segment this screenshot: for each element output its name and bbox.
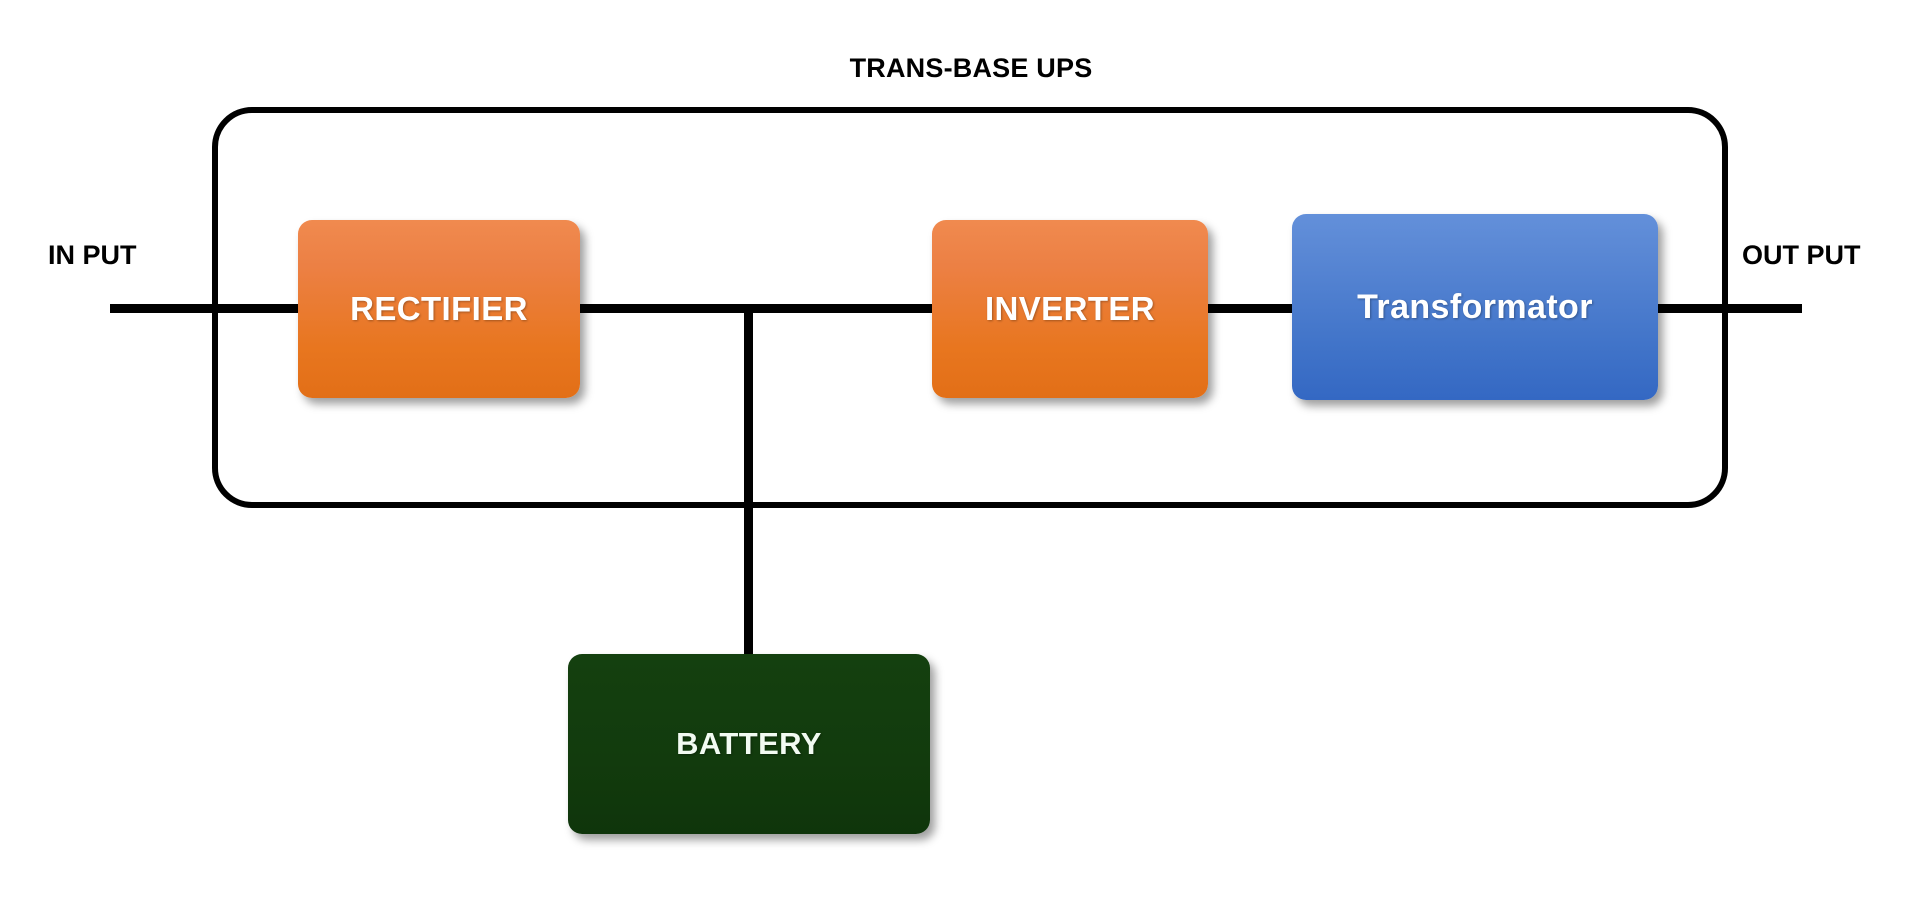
wire-dcbus-to-battery [744,304,753,664]
block-inverter[interactable]: INVERTER [932,220,1208,398]
block-transformator-label: Transformator [1357,287,1593,326]
wire-rectifier-to-inverter [570,304,952,313]
wire-transformator-to-output [1646,304,1802,313]
block-inverter-label: INVERTER [984,290,1156,327]
wire-inverter-to-transformator [1200,304,1298,313]
input-port-label: IN PUT [48,240,137,270]
block-transformator[interactable]: Transformator [1292,214,1658,400]
block-battery-label: BATTERY [676,726,822,761]
block-battery[interactable]: BATTERY [568,654,930,834]
block-rectifier[interactable]: RECTIFIER [298,220,580,398]
block-rectifier-label: RECTIFIER [350,290,528,327]
output-port-label: OUT PUT [1742,240,1861,270]
diagram-title: TRANS-BASE UPS [849,53,1093,83]
wire-input-to-rectifier [110,304,310,313]
